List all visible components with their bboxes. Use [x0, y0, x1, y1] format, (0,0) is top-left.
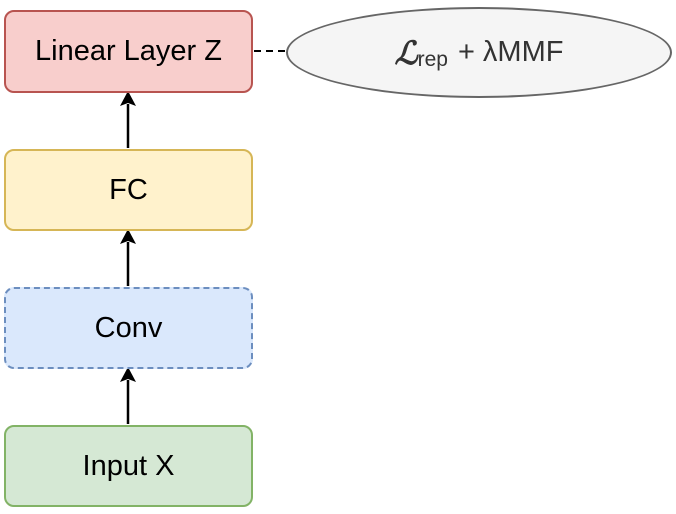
fc-label: FC	[109, 173, 148, 206]
loss-subscript: rep	[417, 47, 448, 71]
loss-symbol: ℒ	[394, 33, 418, 72]
input-node: Input X	[4, 425, 253, 507]
arrowhead-conv-to-fc	[120, 229, 136, 244]
loss-node: ℒ rep + λMMF	[286, 7, 672, 98]
linear-layer-node: Linear Layer Z	[4, 10, 253, 93]
input-label: Input X	[82, 449, 175, 482]
fc-node: FC	[4, 149, 253, 231]
arrowhead-input-to-conv	[120, 367, 136, 382]
arrowhead-fc-to-linear	[120, 91, 136, 106]
conv-label: Conv	[94, 311, 163, 344]
linear-layer-label: Linear Layer Z	[35, 35, 222, 67]
loss-rest: + λMMF	[457, 36, 564, 68]
conv-node: Conv	[4, 287, 253, 369]
